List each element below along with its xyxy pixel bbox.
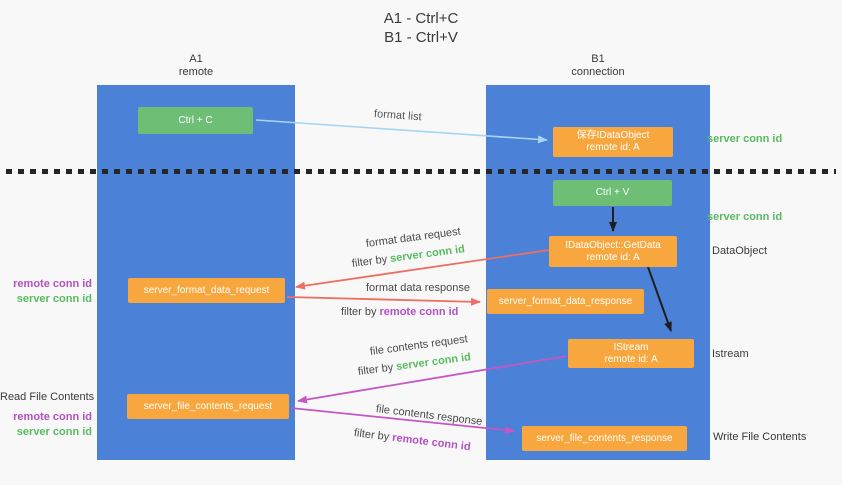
arrow-label-file-contents-response: file contents response xyxy=(375,403,483,428)
left-label-read-file-contents: Read File Contents xyxy=(0,391,95,403)
server-conn-id-text: server conn id xyxy=(395,351,472,373)
title-line-1: A1 - Ctrl+C xyxy=(383,10,459,27)
lane-b-name: connection xyxy=(571,66,625,78)
node-save-idataobject-line1: 保存IDataObject xyxy=(576,130,650,141)
node-file-response-label: server_file_contents_response xyxy=(536,432,673,444)
node-ctrl-c: Ctrl + C xyxy=(138,107,253,134)
node-getdata-line1: IDataObject::GetData xyxy=(565,239,661,251)
left-label-remote-conn-id-bottom: remote conn id xyxy=(13,411,92,423)
node-idataobject-getdata: IDataObject::GetData remote id: A xyxy=(549,236,677,267)
phase-divider-dotted-line xyxy=(6,169,836,174)
node-ctrl-v-label: Ctrl + V xyxy=(595,187,630,198)
diagram-title: A1 - Ctrl+C B1 - Ctrl+V xyxy=(0,9,842,47)
node-save-idataobject: 保存IDataObject remote id: A xyxy=(553,127,673,157)
node-server-format-data-response: server_format_data_response xyxy=(487,289,644,314)
server-conn-id-text: server conn id xyxy=(389,243,466,265)
node-getdata-line2: remote id: A xyxy=(586,251,640,263)
node-file-request-label: server_file_contents_request xyxy=(143,400,273,412)
lane-b-header: B1 connection xyxy=(486,53,710,79)
left-label-remote-conn-id-top: remote conn id xyxy=(13,278,92,290)
left-label-server-conn-id-bottom: server conn id xyxy=(16,426,92,438)
arrow-label-filter-remote-1: filter by remote conn id xyxy=(341,306,458,318)
node-istream-line1: IStream xyxy=(613,341,649,353)
node-server-file-contents-response: server_file_contents_response xyxy=(522,426,687,451)
filter-by-text: filter by xyxy=(357,361,394,378)
right-label-server-conn-id-mid: server conn id xyxy=(707,211,783,223)
right-label-dataobject: DataObject xyxy=(712,245,768,257)
node-server-file-contents-request: server_file_contents_request xyxy=(127,394,289,419)
node-save-idataobject-line2: remote id: A xyxy=(586,142,640,153)
filter-by-text: filter by xyxy=(353,427,390,444)
lane-b-id: B1 xyxy=(591,53,605,65)
remote-conn-id-text: remote conn id xyxy=(391,431,472,454)
node-format-request-label: server_format_data_request xyxy=(143,284,270,296)
arrow-label-format-list: format list xyxy=(373,108,422,124)
right-label-write-file-contents: Write File Contents xyxy=(713,431,807,443)
node-ctrl-c-label: Ctrl + C xyxy=(178,114,213,126)
right-label-server-conn-id-top: server conn id xyxy=(707,133,783,145)
node-istream-line2: remote id: A xyxy=(604,353,658,365)
format-data-response-arrow xyxy=(286,296,481,306)
filter-by-text: filter by xyxy=(341,306,377,318)
node-server-format-data-request: server_format_data_request xyxy=(128,278,285,303)
node-istream: IStream remote id: A xyxy=(568,339,694,368)
right-label-istream: Istream xyxy=(712,348,749,360)
left-label-server-conn-id-top: server conn id xyxy=(16,293,92,305)
arrow-label-format-data-response: format data response xyxy=(366,282,470,294)
title-line-2: B1 - Ctrl+V xyxy=(384,29,458,46)
lane-a-id: A1 xyxy=(189,53,203,65)
filter-by-text: filter by xyxy=(351,253,388,270)
node-ctrl-v: Ctrl + V xyxy=(553,180,672,206)
node-format-response-label: server_format_data_response xyxy=(498,295,633,307)
lane-a-header: A1 remote xyxy=(97,53,295,79)
lane-a-name: remote xyxy=(178,66,214,78)
remote-conn-id-text: remote conn id xyxy=(379,306,459,318)
arrow-label-filter-remote-2: filter by remote conn id xyxy=(353,427,471,453)
